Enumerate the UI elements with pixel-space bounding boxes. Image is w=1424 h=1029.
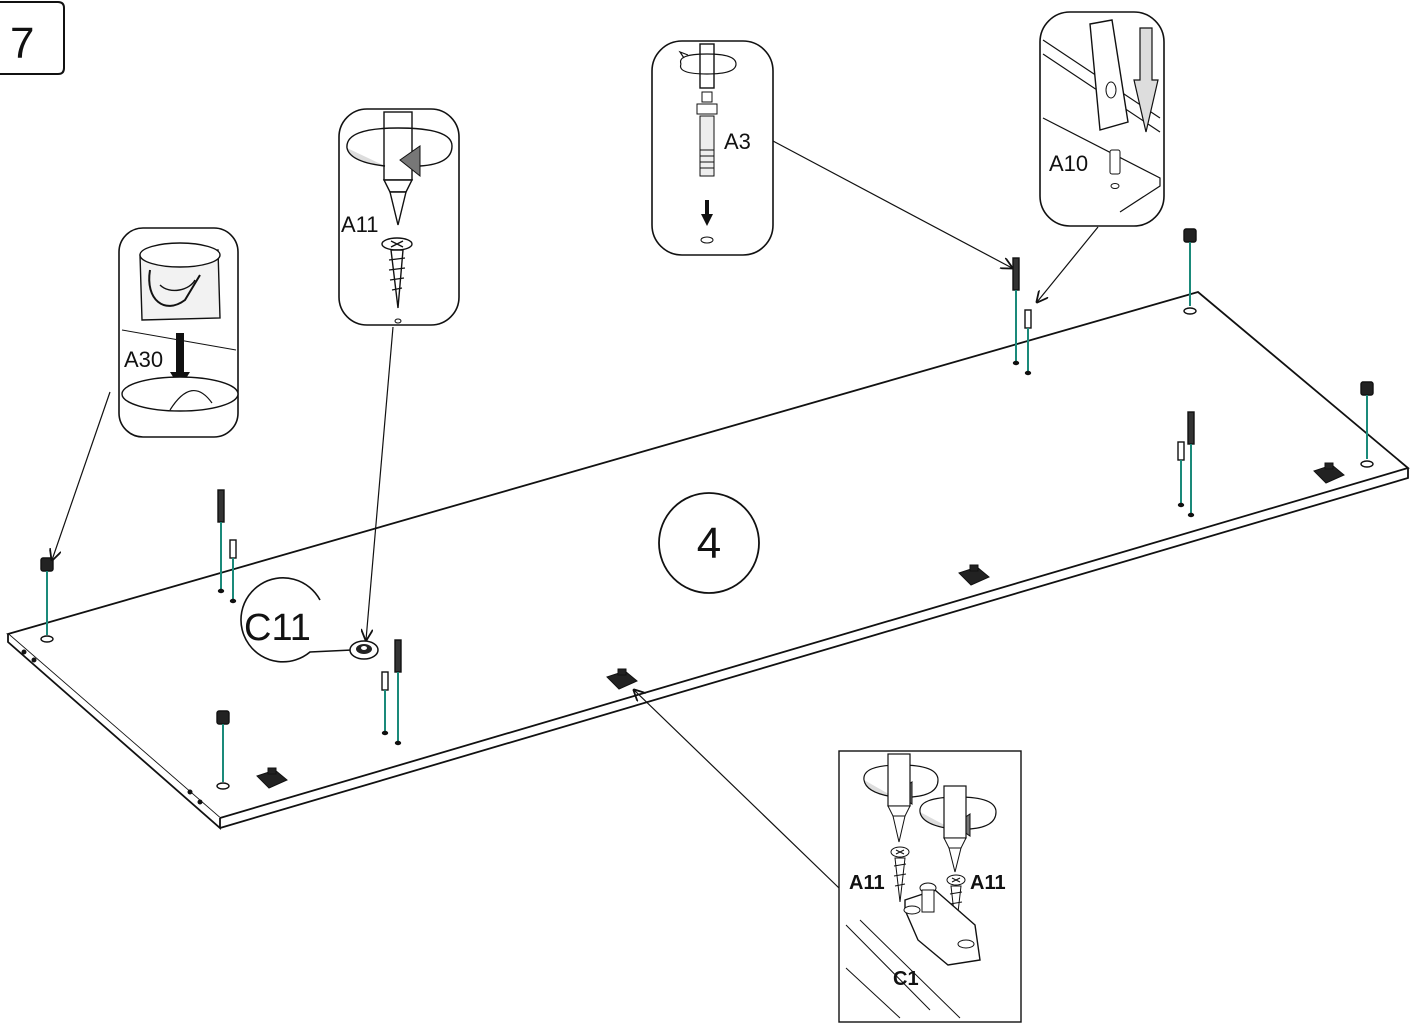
screwdriver-icon bbox=[863, 753, 939, 843]
bolt-dowel-pair bbox=[381, 639, 402, 746]
hinge-plate-label: C1 bbox=[893, 968, 919, 990]
hinge-plates bbox=[256, 462, 1345, 789]
c11-callout: C11 bbox=[240, 577, 379, 663]
a10-label: A10 bbox=[1049, 151, 1088, 176]
step-number: 7 bbox=[10, 19, 34, 68]
screwdriver-icon bbox=[382, 111, 414, 226]
bolt-dowel-pairs bbox=[217, 257, 1195, 746]
hinge-plate bbox=[606, 668, 638, 690]
bolt-dowel-pair bbox=[217, 489, 237, 604]
wood-screw-icon bbox=[381, 237, 413, 309]
a3-detail: A3 bbox=[651, 40, 1012, 268]
a10-detail: A10 bbox=[1037, 11, 1165, 302]
a3-label: A3 bbox=[724, 129, 751, 154]
hinge-plate bbox=[1313, 462, 1345, 484]
rotation-arrow-icon bbox=[346, 127, 453, 178]
hinge-left-screw-label: A11 bbox=[849, 872, 885, 894]
part-number-circle: 4 bbox=[658, 492, 760, 594]
bolt-dowel-pair bbox=[1012, 257, 1032, 376]
down-arrow-icon bbox=[1133, 27, 1159, 133]
cam-lock-icon bbox=[139, 242, 221, 321]
step-number-box: 7 bbox=[0, 1, 65, 75]
a30-detail: A30 bbox=[52, 227, 239, 560]
a11-detail: A11 bbox=[338, 108, 460, 640]
hammer-icon bbox=[1089, 19, 1129, 131]
hinge-detail: A11 A11 C1 bbox=[634, 690, 1022, 1023]
cam-lock bbox=[1360, 381, 1374, 468]
hinge-plate bbox=[256, 767, 288, 789]
c11-label: C11 bbox=[244, 607, 311, 649]
wood-screw-icon bbox=[890, 846, 910, 903]
a11-label: A11 bbox=[341, 212, 379, 237]
screwdriver-icon bbox=[919, 785, 997, 873]
part-number: 4 bbox=[697, 519, 721, 568]
cam-lock bbox=[216, 710, 230, 790]
bolt-dowel-pair bbox=[1177, 411, 1195, 518]
hinge-right-screw-label: A11 bbox=[970, 872, 1006, 894]
cam-lock-fittings bbox=[40, 228, 1374, 790]
dowel-pin-icon bbox=[1109, 149, 1121, 189]
a30-label: A30 bbox=[124, 347, 163, 372]
connector-bolt-icon bbox=[696, 91, 718, 244]
screwdriver-icon bbox=[678, 43, 737, 89]
cam-lock bbox=[1183, 228, 1197, 315]
hinge-mounting-plate-icon bbox=[845, 882, 981, 1019]
leveler-foot bbox=[349, 640, 379, 660]
hinge-plate bbox=[958, 564, 990, 586]
